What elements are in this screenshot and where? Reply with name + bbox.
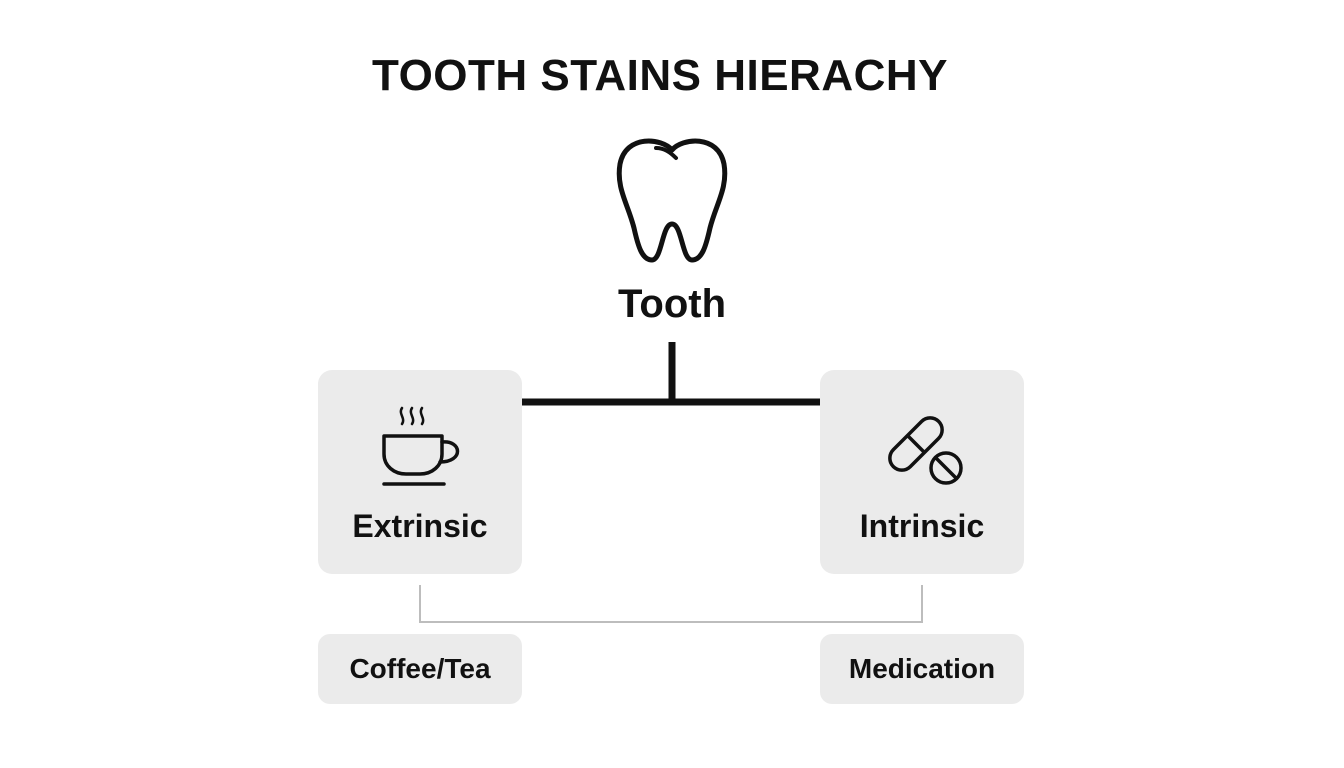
leaf-connector-line: [419, 585, 923, 623]
root-node-label: Tooth: [617, 282, 727, 326]
category-label-extrinsic: Extrinsic: [352, 508, 488, 544]
category-card-extrinsic: Extrinsic: [318, 370, 522, 574]
diagram-title: TOOTH STAINS HIERACHY: [371, 51, 948, 100]
pill-capsule-icon: [888, 416, 963, 485]
category-label-intrinsic: Intrinsic: [859, 508, 985, 544]
category-card-intrinsic: Intrinsic: [820, 370, 1024, 574]
example-node-medication: Medication: [820, 634, 1024, 704]
coffee-cup-icon: [382, 406, 460, 486]
example-node-coffee-tea: Coffee/Tea: [318, 634, 522, 704]
tooth-icon: [616, 138, 728, 263]
